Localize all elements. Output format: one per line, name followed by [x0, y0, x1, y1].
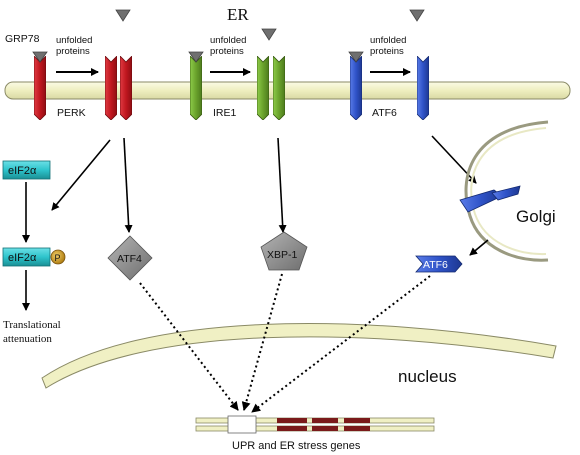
- atf6-inactive-receptor-icon: [348, 51, 364, 120]
- ire1-to-xbp1-arrow: [277, 137, 287, 233]
- golgi-to-atf6-arrow: [469, 239, 489, 256]
- unfolded-proteins-label-perk: unfolded proteins: [56, 35, 95, 57]
- atf4-icon: [107, 235, 153, 281]
- atf4-label: ATF4: [117, 253, 142, 265]
- atf6-to-genes-arrow: [251, 275, 431, 413]
- xbp1-to-genes-arrow: [241, 273, 283, 411]
- xbp1-icon: [260, 231, 308, 271]
- dna-gene-icon: [195, 415, 435, 434]
- perk-to-eif2a-arrow: [51, 139, 111, 211]
- perk-label: PERK: [57, 107, 86, 119]
- er-membrane: [4, 81, 571, 100]
- exon-block: [312, 426, 338, 431]
- eif2a-label: eIF2α: [8, 165, 37, 177]
- exon-block: [344, 426, 370, 431]
- genes-label: UPR and ER stress genes: [232, 440, 361, 452]
- ire1-label: IRE1: [213, 107, 237, 119]
- exon-block: [277, 426, 307, 431]
- golgi-inner-membrane: [470, 127, 547, 256]
- unfolded-proteins-label-ire1: unfolded proteins: [210, 35, 249, 57]
- grp78-chaperone-icon: [261, 28, 277, 41]
- atf6-to-golgi-arrow: [431, 135, 477, 184]
- xbp1-label: XBP-1: [267, 249, 298, 261]
- eif2a-phospho-label: eIF2α: [8, 252, 37, 264]
- ire1-inactive-receptor-icon: [188, 51, 204, 120]
- phosphate-icon: [50, 249, 66, 265]
- attenuation-label: attenuation: [3, 333, 52, 345]
- eif2a-box: [2, 160, 51, 180]
- grp78-label: GRP78: [5, 33, 40, 45]
- exon-block: [277, 418, 307, 423]
- exon-block: [312, 418, 338, 423]
- perk-to-atf4-arrow: [123, 137, 133, 233]
- atf6-cleaved-label: ATF6: [423, 259, 448, 271]
- unfolded-proteins-line2: proteins: [370, 46, 404, 57]
- atf6-active-receptor-icon: [417, 56, 429, 120]
- promoter-box: [227, 415, 257, 434]
- atf6-receptor-label: ATF6: [372, 107, 397, 119]
- grp78-chaperone-icon: [115, 9, 131, 22]
- eif2a-phospho-box: [2, 247, 51, 267]
- unfolded-proteins-line2: proteins: [210, 46, 244, 57]
- atf6-cleaved-icon: [415, 255, 463, 273]
- translational-label: Translational: [3, 319, 61, 331]
- atf4-to-genes-arrow: [139, 282, 239, 411]
- grp78-chaperone-icon: [409, 9, 425, 22]
- unfolded-proteins-label-atf6: unfolded proteins: [370, 35, 409, 57]
- nucleus-envelope-icon: [41, 323, 557, 389]
- phosphate-label: P: [55, 253, 61, 263]
- golgi-label: Golgi: [516, 207, 556, 226]
- grp78-chaperone-icon: [348, 51, 364, 63]
- nucleus-label: nucleus: [398, 367, 457, 386]
- perk-inactive-receptor-icon: [32, 51, 48, 120]
- grp78-chaperone-icon: [188, 51, 204, 63]
- grp78-chaperone-icon: [32, 51, 48, 63]
- exon-block: [344, 418, 370, 423]
- unfolded-proteins-line2: proteins: [56, 46, 90, 57]
- er-label: ER: [227, 5, 249, 24]
- atf6-golgi-fragment-icon: [491, 185, 521, 201]
